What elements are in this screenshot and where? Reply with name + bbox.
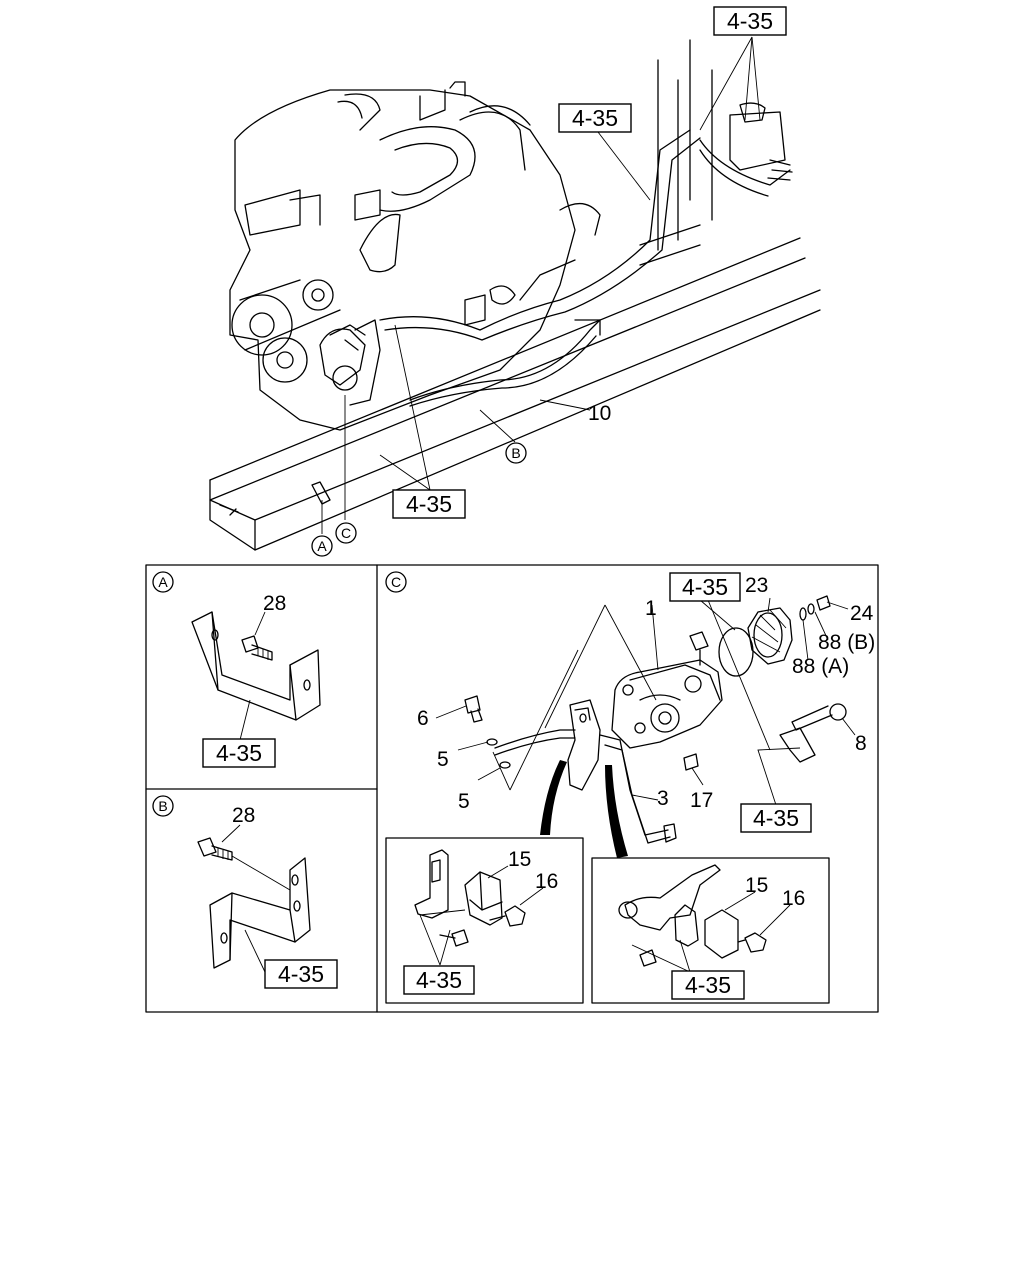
- part-8-label: 8: [855, 732, 867, 755]
- callout-a: A: [311, 535, 333, 557]
- svg-text:B: B: [511, 445, 520, 461]
- pipe-3: [599, 734, 669, 836]
- panel-c-letter: C: [385, 571, 407, 593]
- svg-text:4-35: 4-35: [753, 805, 799, 831]
- part-15-label-left: 15: [508, 848, 531, 871]
- ref-box-c-right: 4-35: [740, 803, 812, 833]
- inset-right: 15 16 4-35: [591, 857, 830, 1004]
- part-24-label: 24: [850, 602, 874, 625]
- part-28-label-b: 28: [232, 804, 255, 827]
- part-16-label-right: 16: [782, 887, 805, 910]
- part-6-label: 6: [417, 707, 429, 730]
- main-leaders: [321, 36, 761, 534]
- svg-text:4-35: 4-35: [682, 574, 728, 600]
- flange-bracket: [779, 727, 816, 763]
- nut-24: [816, 595, 831, 611]
- o-ring: [718, 627, 754, 677]
- part-23-label: 23: [745, 574, 768, 597]
- bolt-28-a: [241, 635, 273, 661]
- ref-box-upper: 4-35: [558, 103, 632, 133]
- clamp-15-left: [464, 871, 503, 926]
- part-16-label-left: 16: [535, 870, 558, 893]
- part-5a-label: 5: [437, 748, 449, 771]
- part-3-label: 3: [657, 787, 669, 810]
- callout-b: B: [505, 442, 527, 464]
- hose-bracket: [567, 699, 601, 791]
- clamp-15-right-b: [704, 909, 739, 959]
- clamp-15-right-a: [674, 904, 699, 947]
- power-steering-pump: [611, 631, 723, 749]
- clip-bracket-right: [624, 864, 721, 931]
- panel-a-letter: A: [152, 571, 174, 593]
- nut-17: [683, 753, 699, 771]
- svg-text:4-35: 4-35: [416, 967, 462, 993]
- svg-text:A: A: [158, 574, 168, 590]
- bracket-a: [191, 611, 321, 721]
- ref-box-c-top: 4-35: [669, 572, 741, 602]
- detail-frame: [145, 564, 879, 1013]
- part-15-label-right: 15: [745, 874, 768, 897]
- svg-text:A: A: [317, 538, 327, 554]
- washer-88a: [799, 607, 807, 621]
- part-88b-label: 88 (B): [818, 631, 875, 654]
- part-10-label: 10: [588, 402, 611, 425]
- inset-left: 15 16 4-35: [385, 837, 584, 1004]
- part-17-label: 17: [690, 789, 713, 812]
- bolt-28-b: [197, 837, 291, 891]
- engine-assembly: [209, 39, 821, 551]
- part-28-label-a: 28: [263, 592, 286, 615]
- washer-5-upper: [486, 738, 498, 746]
- svg-text:4-35: 4-35: [727, 8, 773, 34]
- part-88a-label: 88 (A): [792, 655, 849, 678]
- svg-text:4-35: 4-35: [685, 972, 731, 998]
- washer-88b: [807, 603, 815, 615]
- washer-5-lower: [499, 761, 511, 769]
- part-5b-label: 5: [458, 790, 470, 813]
- svg-text:4-35: 4-35: [278, 961, 324, 987]
- bracket-b: [209, 857, 311, 969]
- bolt-6: [464, 695, 483, 723]
- panel-b: B 28 4-35: [152, 795, 338, 989]
- hose-pipe: [494, 729, 576, 749]
- ref-box-top: 4-35: [713, 6, 787, 36]
- svg-text:C: C: [341, 525, 351, 541]
- panel-c: C: [385, 571, 875, 1004]
- svg-text:4-35: 4-35: [572, 105, 618, 131]
- bolt-8: [791, 703, 847, 731]
- black-hose-left: [540, 760, 567, 835]
- svg-text:C: C: [391, 574, 401, 590]
- part-1-label: 1: [645, 597, 657, 620]
- gear-23: [747, 607, 793, 665]
- black-hose-right: [605, 765, 628, 858]
- svg-text:4-35: 4-35: [406, 491, 452, 517]
- ref-box-lower: 4-35: [392, 489, 466, 519]
- svg-text:4-35: 4-35: [216, 740, 262, 766]
- panel-a: A 28 4-35: [152, 571, 321, 768]
- panel-b-letter: B: [152, 795, 174, 817]
- clip-bracket-left: [414, 849, 449, 919]
- callout-c: C: [335, 522, 357, 544]
- svg-text:B: B: [158, 798, 167, 814]
